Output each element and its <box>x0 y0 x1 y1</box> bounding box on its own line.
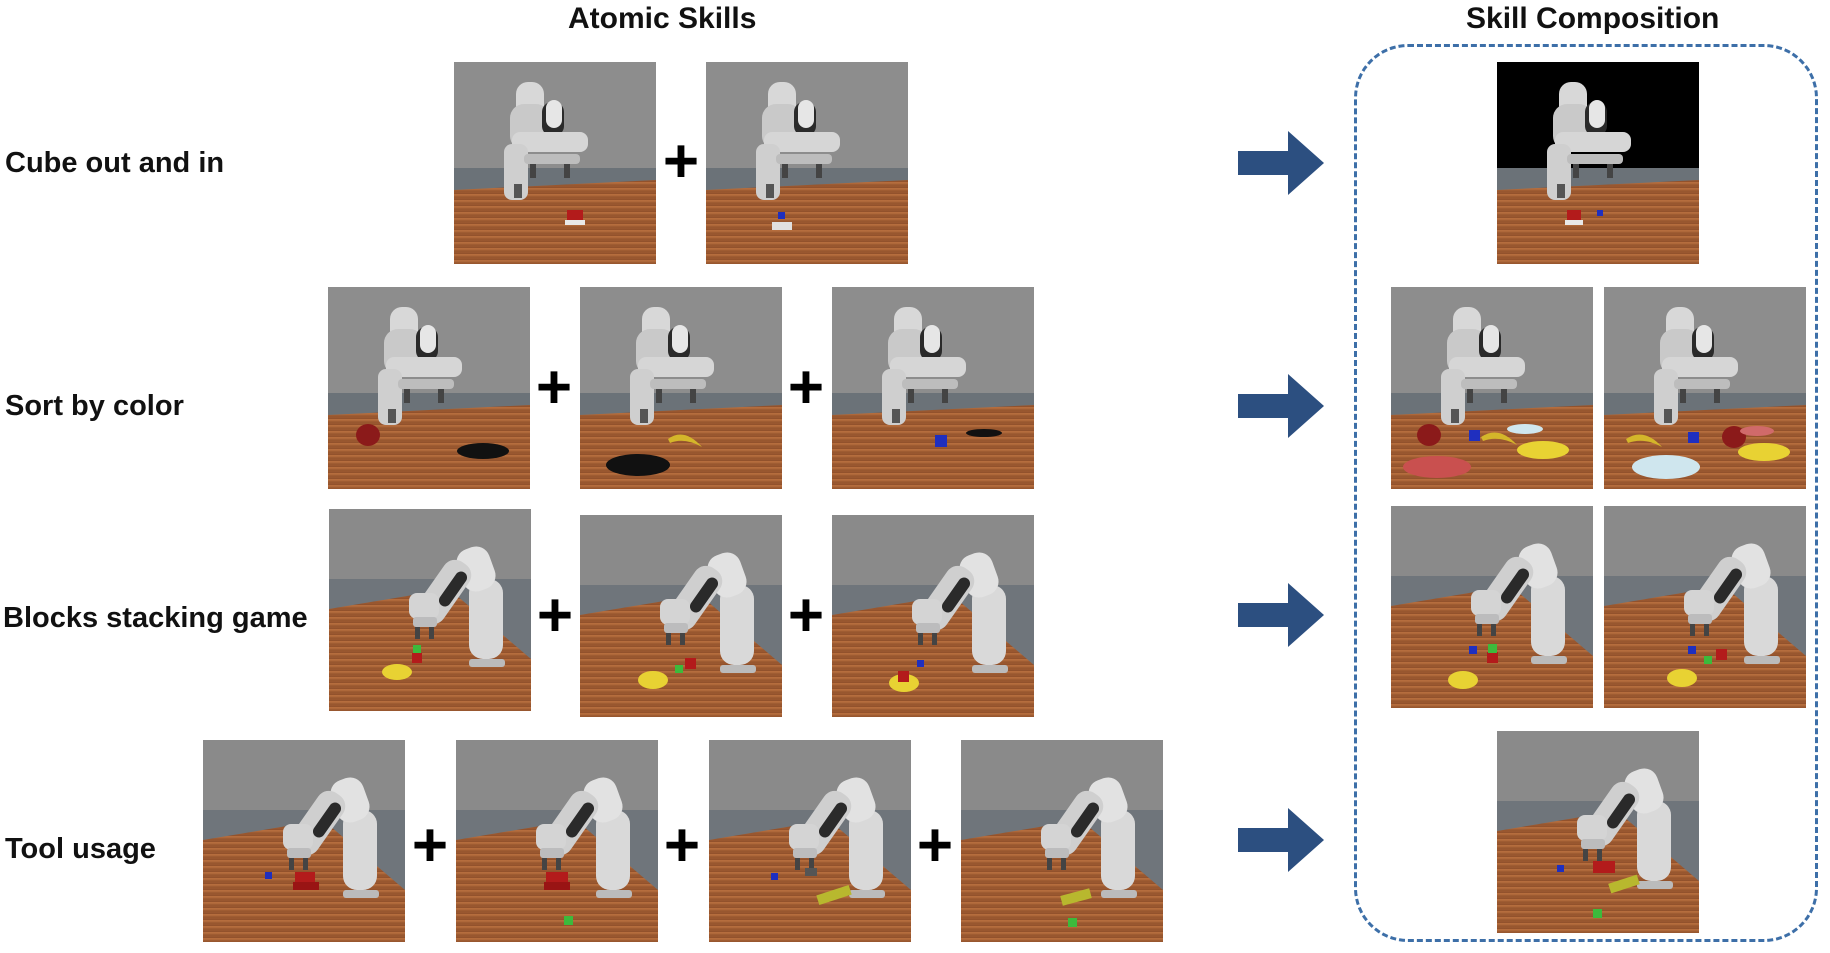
composition-tool-usage <box>1497 731 1699 933</box>
composition-sort-by-color-2 <box>1604 287 1806 489</box>
scene-sort-by-color-2 <box>580 287 782 489</box>
row-label-blocks-stacking-game: Blocks stacking game <box>3 602 308 634</box>
scene-cube-out-and-in-2 <box>706 62 908 264</box>
scene-blocks-stacking-2 <box>580 515 782 717</box>
arrow-right-icon <box>1238 131 1324 195</box>
plus-sign: + <box>916 811 954 880</box>
atomic-skills-header: Atomic Skills <box>568 2 757 35</box>
plus-sign: + <box>535 353 573 422</box>
skill-composition-header: Skill Composition <box>1466 2 1720 35</box>
row-label-cube-out-and-in: Cube out and in <box>5 147 225 179</box>
scene-tool-usage-1 <box>203 740 405 942</box>
row-label-tool-usage: Tool usage <box>5 833 156 865</box>
composition-sort-by-color-1 <box>1391 287 1593 489</box>
composition-blocks-stacking-2 <box>1604 506 1806 708</box>
scene-sort-by-color-1 <box>328 287 530 489</box>
scene-cube-out-and-in-1 <box>454 62 656 264</box>
plus-sign: + <box>662 127 700 196</box>
composition-cube-out-and-in <box>1497 62 1699 264</box>
scene-tool-usage-3 <box>709 740 911 942</box>
arrow-right-icon <box>1238 808 1324 872</box>
composition-frame <box>1354 44 1818 942</box>
plus-sign: + <box>536 581 574 650</box>
arrow-right-icon <box>1238 583 1324 647</box>
plus-sign: + <box>787 581 825 650</box>
composition-blocks-stacking-1 <box>1391 506 1593 708</box>
plus-sign: + <box>411 811 449 880</box>
scene-blocks-stacking-1 <box>329 509 531 711</box>
scene-blocks-stacking-3 <box>832 515 1034 717</box>
plus-sign: + <box>663 811 701 880</box>
row-label-sort-by-color: Sort by color <box>5 390 184 422</box>
plus-sign: + <box>787 353 825 422</box>
scene-tool-usage-2 <box>456 740 658 942</box>
scene-tool-usage-4 <box>961 740 1163 942</box>
scene-sort-by-color-3 <box>832 287 1034 489</box>
arrow-right-icon <box>1238 374 1324 438</box>
